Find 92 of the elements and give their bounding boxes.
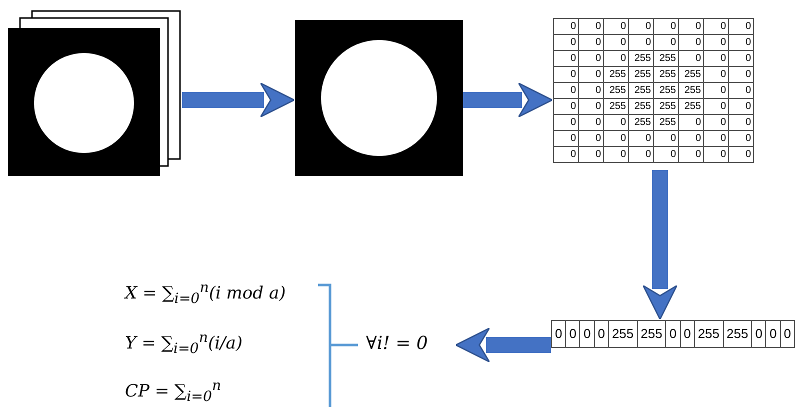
table-cell: 255	[604, 98, 628, 114]
table-cell: 0	[678, 50, 704, 66]
table-cell: 255	[628, 66, 654, 82]
table-cell: 255	[628, 50, 654, 66]
table-cell: 0	[780, 320, 794, 348]
table-cell: 255	[654, 114, 678, 130]
table-cell: 0	[604, 18, 628, 34]
table-cell: 255	[678, 66, 704, 82]
table-cell: 0	[578, 114, 604, 130]
table-cell: 0	[654, 18, 678, 34]
table-cell: 0	[554, 50, 578, 66]
table-cell: 0	[728, 34, 754, 50]
table-cell: 0	[578, 18, 604, 34]
table-cell: 0	[704, 130, 728, 146]
table-cell: 0	[728, 82, 754, 98]
table-cell: 0	[554, 130, 578, 146]
table-cell: 255	[654, 66, 678, 82]
table-cell: 0	[578, 82, 604, 98]
formula: Y = ∑$_{i=0}$$^{n}$(i/a)	[125, 330, 243, 358]
table-cell: 0	[554, 66, 578, 82]
table-cell: 0	[728, 18, 754, 34]
table-cell: 0	[604, 50, 628, 66]
table-cell: 0	[628, 146, 654, 162]
table-cell: 0	[704, 114, 728, 130]
table-cell: 255	[608, 320, 638, 348]
table-cell: 0	[728, 66, 754, 82]
table-cell: 255	[628, 114, 654, 130]
table-cell: 255	[723, 320, 752, 348]
table-cell: 0	[704, 146, 728, 162]
table-cell: 0	[628, 18, 654, 34]
table-cell: 0	[752, 320, 766, 348]
table-cell: 0	[704, 98, 728, 114]
table-cell: 0	[678, 18, 704, 34]
table-cell: 0	[678, 130, 704, 146]
table-cell: 0	[566, 320, 580, 348]
table-cell: 0	[578, 34, 604, 50]
block-arrow	[642, 170, 678, 320]
table-cell: 255	[628, 98, 654, 114]
table-cell: 0	[604, 130, 628, 146]
table-cell: 255	[678, 98, 704, 114]
table-cell: 255	[654, 98, 678, 114]
table-cell: 0	[604, 34, 628, 50]
table-cell: 0	[604, 146, 628, 162]
table-cell: 0	[704, 34, 728, 50]
table-cell: 255	[654, 82, 678, 98]
table-cell: 0	[728, 114, 754, 130]
table-cell: 0	[728, 98, 754, 114]
block-arrow	[463, 82, 553, 118]
table-cell: 0	[728, 146, 754, 162]
table-cell: 0	[704, 66, 728, 82]
table-cell: 255	[637, 320, 666, 348]
table-cell: 0	[604, 114, 628, 130]
table-cell: 0	[578, 98, 604, 114]
table-cell: 0	[578, 130, 604, 146]
block-arrow	[455, 328, 551, 362]
formula: X = ∑$_{i=0}$$^{n}$(i mod a)	[125, 280, 286, 308]
table-cell: 255	[628, 82, 654, 98]
block-arrow	[182, 82, 295, 118]
table-cell: 0	[580, 320, 594, 348]
table-cell: 0	[678, 34, 704, 50]
table-cell: 0	[594, 320, 608, 348]
table-cell: 0	[552, 320, 566, 348]
table-cell: 0	[554, 82, 578, 98]
table-cell: 0	[554, 34, 578, 50]
table-cell: 0	[554, 114, 578, 130]
table-cell: 0	[554, 146, 578, 162]
table-cell: 0	[578, 50, 604, 66]
table-cell: 0	[578, 66, 604, 82]
table-cell: 0	[766, 320, 780, 348]
table-cell: 0	[554, 18, 578, 34]
table-cell: 255	[694, 320, 724, 348]
table-cell: 0	[680, 320, 694, 348]
table-cell: 0	[728, 50, 754, 66]
table-cell: 0	[704, 82, 728, 98]
table-cell: 0	[678, 114, 704, 130]
table-cell: 255	[604, 82, 628, 98]
table-cell: 255	[678, 82, 704, 98]
table-cell: 0	[666, 320, 680, 348]
table-cell: 0	[554, 98, 578, 114]
table-cell: 0	[704, 50, 728, 66]
table-cell: 0	[704, 18, 728, 34]
table-cell: 255	[604, 66, 628, 82]
table-cell: 255	[654, 50, 678, 66]
table-cell: 0	[578, 146, 604, 162]
table-cell: 0	[628, 130, 654, 146]
condition-text: ∀i! = 0	[366, 333, 428, 354]
table-cell: 0	[628, 34, 654, 50]
table-cell: 0	[654, 34, 678, 50]
table-cell: 0	[728, 130, 754, 146]
table-cell: 0	[654, 146, 678, 162]
table-cell: 0	[678, 146, 704, 162]
table-cell: 0	[654, 130, 678, 146]
